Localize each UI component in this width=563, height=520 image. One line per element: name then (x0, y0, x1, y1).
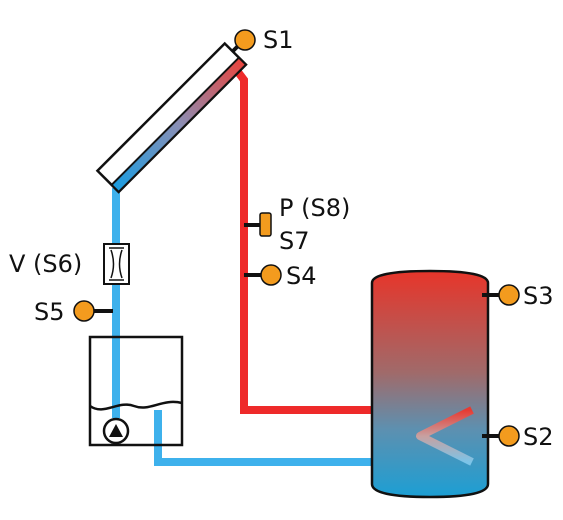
label-s7: S7 (279, 227, 310, 255)
hot-flow-pipe (234, 69, 472, 414)
pump-icon (102, 417, 130, 445)
sensor-s5 (73, 300, 113, 322)
sensor-p-s8 (244, 212, 272, 237)
label-v-s6: V (S6) (9, 250, 82, 278)
sensor-s1 (230, 29, 256, 54)
cold-return-pipe (154, 410, 472, 466)
sensor-s4 (244, 264, 282, 286)
label-s4: S4 (286, 262, 317, 290)
label-s1: S1 (263, 26, 294, 54)
solar-collector (95, 41, 248, 194)
label-s3: S3 (523, 282, 554, 310)
storage-tank (370, 269, 490, 499)
label-s5: S5 (34, 298, 65, 326)
sensor-s3 (482, 284, 520, 306)
label-p-s8: P (S8) (279, 194, 350, 222)
label-s2: S2 (523, 423, 554, 451)
flow-meter-icon (103, 243, 130, 285)
heat-exchanger-coil-icon (416, 406, 474, 466)
pump-station (88, 335, 184, 447)
sensor-s2 (482, 425, 520, 447)
